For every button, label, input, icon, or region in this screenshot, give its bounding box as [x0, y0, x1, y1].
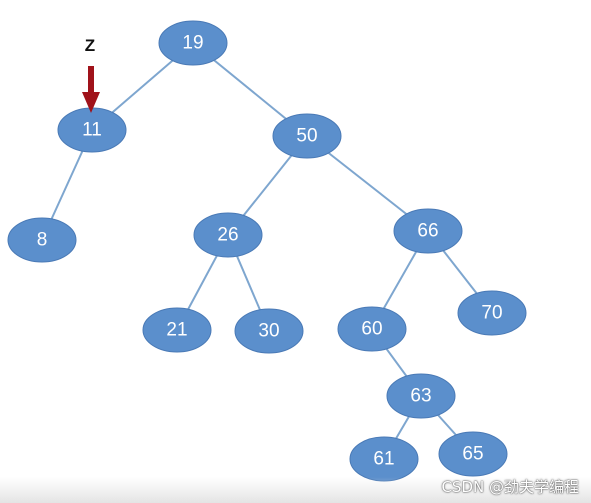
node-ellipse — [193, 212, 263, 258]
node-ellipse — [158, 20, 228, 66]
node-label: 8 — [37, 230, 48, 251]
pointer-arrow-icon — [82, 66, 100, 113]
node-ellipse — [337, 306, 407, 352]
node-label: 61 — [373, 449, 394, 470]
node-ellipse — [142, 307, 212, 353]
node-ellipse — [7, 217, 77, 263]
node-ellipse — [457, 290, 527, 336]
watermark: CSDN @劲夫学编程 — [441, 478, 579, 496]
tree-node-26: 26 — [193, 212, 263, 258]
tree-node-30: 30 — [234, 308, 304, 354]
pointer-z: Z — [82, 36, 100, 113]
tree-node-11: 11 — [57, 107, 127, 153]
tree-node-50: 50 — [272, 113, 342, 159]
node-label: 70 — [481, 303, 502, 324]
bottom-shade — [0, 477, 591, 503]
tree-node-66: 66 — [393, 208, 463, 254]
tree-node-8: 8 — [7, 217, 77, 263]
node-label: 63 — [410, 386, 431, 407]
tree-node-60: 60 — [337, 306, 407, 352]
node-label: 30 — [258, 321, 279, 342]
node-ellipse — [272, 113, 342, 159]
node-ellipse — [393, 208, 463, 254]
node-label: 26 — [217, 225, 238, 246]
tree-node-19: 19 — [158, 20, 228, 66]
node-label: 60 — [361, 319, 382, 340]
tree-node-61: 61 — [349, 436, 419, 482]
tree-node-70: 70 — [457, 290, 527, 336]
tree-node-63: 63 — [386, 373, 456, 419]
node-label: 21 — [166, 320, 187, 341]
node-ellipse — [234, 308, 304, 354]
node-label: 65 — [462, 444, 483, 465]
node-ellipse — [438, 431, 508, 477]
tree-node-65: 65 — [438, 431, 508, 477]
tree-node-21: 21 — [142, 307, 212, 353]
node-ellipse — [386, 373, 456, 419]
node-label: 19 — [182, 33, 203, 54]
node-label: 66 — [417, 221, 438, 242]
tree-nodes: 19 11 50 8 26 66 21 30 60 70 63 61 65 — [7, 20, 527, 482]
node-label: 50 — [296, 126, 317, 147]
pointer-label: Z — [85, 36, 95, 55]
node-label: 11 — [82, 120, 102, 141]
